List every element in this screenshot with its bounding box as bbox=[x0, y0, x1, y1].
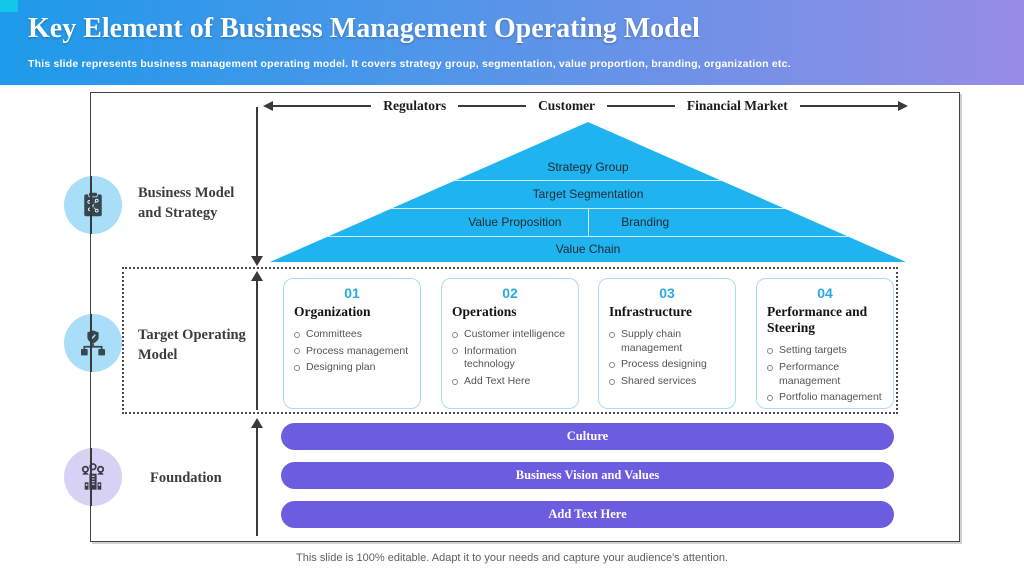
clipboard-strategy-icon bbox=[84, 191, 102, 217]
environment-axis: Regulators Customer Financial Market bbox=[263, 97, 908, 115]
bullet-item: Shared services bbox=[607, 375, 727, 389]
page-subtitle: This slide represents business managemen… bbox=[28, 58, 791, 70]
corner-accent bbox=[0, 0, 18, 12]
section-label-foundation: Foundation bbox=[150, 470, 222, 486]
card-number: 03 bbox=[659, 285, 675, 301]
pyramid-cell-divider bbox=[588, 209, 589, 236]
card-number: 01 bbox=[344, 285, 360, 301]
card-title: Infrastructure bbox=[609, 304, 692, 319]
card-bullet-list: Customer intelligence Information techno… bbox=[450, 328, 570, 389]
card-organization: 01 Organization Committees Process manag… bbox=[283, 278, 421, 409]
arrow-left-icon bbox=[263, 101, 273, 111]
bullet-item: Process designing bbox=[607, 358, 727, 372]
slide-header: Key Element of Business Management Opera… bbox=[0, 0, 1024, 85]
card-bullet-list: Setting targets Performance management P… bbox=[765, 344, 885, 405]
bullet-item: Process management bbox=[292, 345, 412, 359]
arrow-up-icon bbox=[251, 271, 263, 281]
connector-line-up bbox=[256, 280, 258, 410]
foundation-badge bbox=[64, 448, 122, 506]
bullet-item: Customer intelligence bbox=[450, 328, 570, 342]
axis-line bbox=[607, 105, 675, 107]
axis-line bbox=[458, 105, 527, 107]
bullet-item: Add Text Here bbox=[450, 375, 570, 389]
arrow-right-icon bbox=[898, 101, 908, 111]
frame-border-segment bbox=[90, 176, 92, 234]
target-operating-model-badge bbox=[64, 314, 122, 372]
bullet-item: Committees bbox=[292, 328, 412, 342]
org-structure-icon bbox=[81, 330, 105, 356]
bullet-item: Designing plan bbox=[292, 361, 412, 375]
axis-line bbox=[273, 105, 372, 107]
frame-border-segment bbox=[90, 314, 92, 372]
card-bullet-list: Committees Process management Designing … bbox=[292, 328, 412, 375]
card-title: Operations bbox=[452, 304, 517, 319]
card-bullet-list: Supply chain management Process designin… bbox=[607, 328, 727, 389]
frame-border-segment bbox=[90, 448, 92, 506]
pyramid-layer-strategy-group: Strategy Group bbox=[270, 122, 906, 180]
card-operations: 02 Operations Customer intelligence Info… bbox=[441, 278, 579, 409]
business-model-strategy-badge bbox=[64, 176, 122, 234]
card-number: 04 bbox=[817, 285, 833, 301]
bullet-item: Portfolio management bbox=[765, 391, 885, 405]
pyramid-cell-value-proposition: Value Proposition bbox=[468, 215, 562, 229]
foundation-bar-vision-values: Business Vision and Values bbox=[281, 462, 894, 489]
pyramid-layer-value-chain: Value Chain bbox=[270, 236, 906, 262]
card-number: 02 bbox=[502, 285, 518, 301]
target-operating-model-box bbox=[122, 267, 898, 414]
pyramid-layer-label: Strategy Group bbox=[547, 160, 629, 174]
bullet-item: Information technology bbox=[450, 345, 570, 372]
connector-line-up bbox=[256, 427, 258, 536]
foundation-bar-culture: Culture bbox=[281, 423, 894, 450]
axis-line bbox=[799, 105, 898, 107]
footer-note: This slide is 100% editable. Adapt it to… bbox=[296, 552, 728, 564]
section-label-target-operating-model: Target Operating Model bbox=[138, 327, 246, 363]
arrow-down-icon bbox=[251, 256, 263, 266]
bullet-item: Supply chain management bbox=[607, 328, 727, 355]
bullet-item: Setting targets bbox=[765, 344, 885, 358]
card-infrastructure: 03 Infrastructure Supply chain managemen… bbox=[598, 278, 736, 409]
foundation-bar-add-text: Add Text Here bbox=[281, 501, 894, 528]
arrow-up-icon bbox=[251, 418, 263, 428]
axis-label-customer: Customer bbox=[538, 98, 596, 113]
section-label-business-model: Business Model and Strategy bbox=[138, 185, 235, 221]
team-building-icon bbox=[81, 463, 105, 490]
card-title: Performance and Steering bbox=[767, 304, 868, 336]
pyramid-layer-target-segmentation: Target Segmentation bbox=[270, 180, 906, 208]
axis-label-regulators: Regulators bbox=[383, 98, 447, 113]
card-title: Organization bbox=[294, 304, 371, 319]
axis-label-financial-market: Financial Market bbox=[686, 98, 788, 113]
bullet-item: Performance management bbox=[765, 361, 885, 388]
connector-line-down bbox=[256, 107, 258, 257]
page-title: Key Element of Business Management Opera… bbox=[28, 13, 700, 44]
pyramid-layer-value-proposition-branding: Value Proposition Branding bbox=[270, 208, 906, 236]
card-performance-steering: 04 Performance and Steering Setting targ… bbox=[756, 278, 894, 409]
pyramid-cell-branding: Branding bbox=[621, 215, 670, 229]
